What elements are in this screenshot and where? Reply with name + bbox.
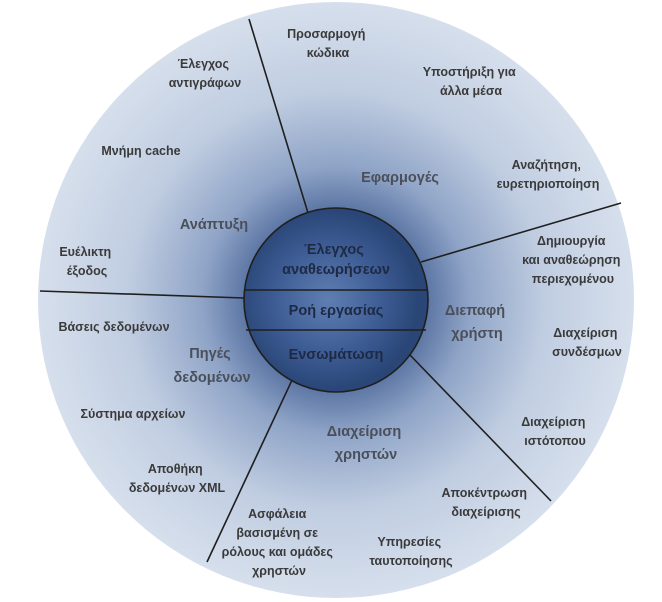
item-role-group-security: Ασφάλεια βασισμένη σε ρόλους και ομάδες … (222, 507, 337, 578)
section-user-interface: Διεπαφή χρήστη (445, 303, 509, 342)
item-copy-control: Έλεγχος αντιγράφων (169, 57, 242, 90)
section-applications: Εφαρμογές (361, 170, 439, 186)
item-xml-storage: Αποθήκη δεδομένων XML (129, 462, 226, 495)
item-link-management: Διαχείριση συνδέσμων (552, 326, 622, 359)
item-authentication-services: Υπηρεσίες ταυτοποίησης (369, 535, 452, 568)
item-other-media-support: Υποστήριξη για άλλα μέσα (423, 65, 519, 98)
item-search-indexing: Αναζήτηση, ευρετηριοποίηση (497, 158, 600, 191)
section-development: Ανάπτυξη (180, 217, 248, 233)
item-flexible-output: Ευέλικτη έξοδος (59, 245, 114, 278)
item-databases: Βάσεις δεδομένων (58, 320, 169, 334)
core-integration: Ενσωμάτωση (289, 347, 384, 363)
item-content-creation-review: Δημιουργία και αναθεώρηση περιεχομένου (522, 234, 624, 286)
item-decentralized-management: Αποκέντρωση διαχείρισης (442, 486, 531, 519)
section-user-management: Διαχείριση χρηστών (327, 424, 405, 463)
item-code-customization: Προσαρμογή κώδικα (287, 27, 369, 60)
divider-left (39, 290, 245, 299)
divider-right-lower (409, 354, 552, 502)
item-file-system: Σύστημα αρχείων (81, 407, 186, 421)
item-cache-memory: Μνήμη cache (101, 144, 180, 158)
core-circle (243, 207, 429, 393)
core-revision-control: Έλεγχος αναθεωρήσεων (282, 242, 390, 278)
divider-right-upper (420, 202, 622, 263)
core-workflow: Ροή εργασίας (289, 303, 384, 319)
section-data-sources: Πηγές δεδομένων (173, 346, 250, 386)
sector-dividers (39, 18, 622, 563)
divider-top (248, 18, 309, 214)
divider-bottom (206, 377, 294, 563)
item-site-management: Διαχείριση ιστότοπου (521, 415, 589, 448)
